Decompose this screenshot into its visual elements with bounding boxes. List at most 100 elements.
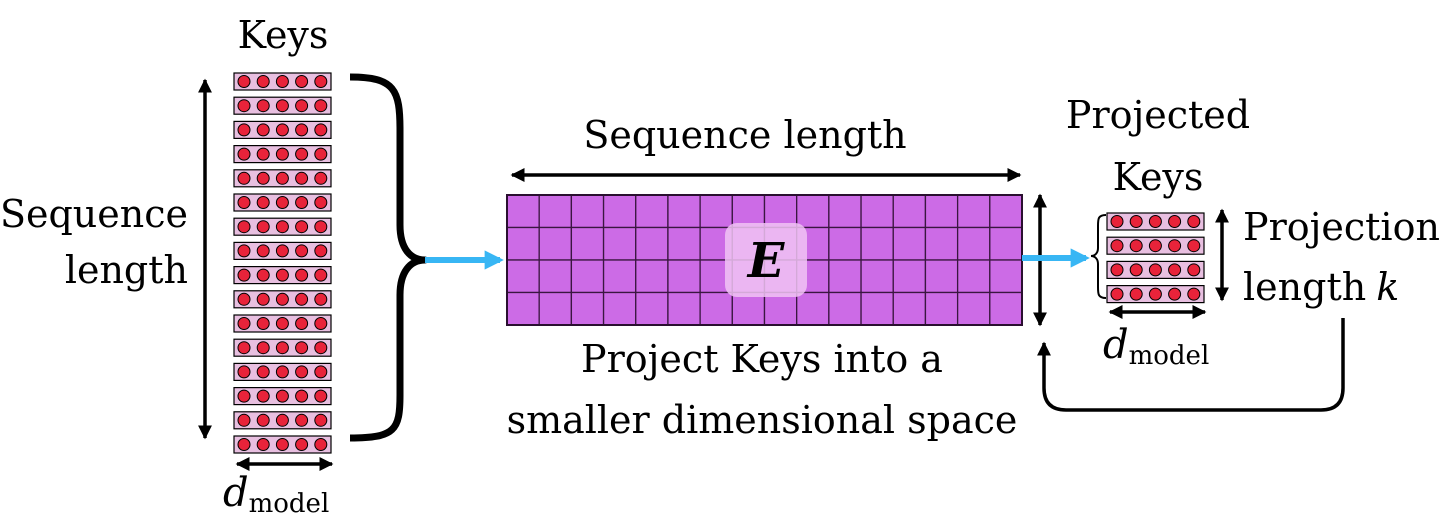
matrix-e-cell xyxy=(538,226,573,261)
key-vector-dot xyxy=(237,317,251,330)
matrix-e-cell xyxy=(989,291,1023,326)
key-vector-dot xyxy=(275,268,289,282)
matrix-e-cell xyxy=(828,226,862,261)
matrix-e-cell xyxy=(860,226,894,261)
keys-title: Keys xyxy=(238,13,329,57)
matrix-e-cell xyxy=(731,291,766,326)
matrix-e-cell xyxy=(956,259,991,294)
matrix-e-cell xyxy=(667,259,701,294)
key-vector-row xyxy=(233,387,332,406)
key-vector-dot xyxy=(256,147,270,161)
key-vector-dot xyxy=(256,413,270,427)
key-vector-dot xyxy=(275,365,289,379)
key-vector-dot xyxy=(237,438,251,451)
key-vector-dot xyxy=(314,389,328,403)
key-vector-dot xyxy=(295,438,309,451)
key-vector-dot xyxy=(295,413,309,427)
key-vector-dot xyxy=(275,244,289,258)
key-vector-dot xyxy=(256,220,270,234)
key-vector-dot xyxy=(295,196,309,209)
keys-brace xyxy=(349,73,429,442)
matrix-e-cell xyxy=(635,259,669,294)
matrix-e-symbol: E xyxy=(746,233,786,289)
key-vector-dot xyxy=(256,171,270,185)
key-vector-dot xyxy=(295,220,309,234)
key-vector-dot xyxy=(256,99,270,113)
matrix-e-cell xyxy=(892,194,927,229)
key-vector-row xyxy=(233,411,332,430)
matrix-e-cell xyxy=(538,291,573,326)
matrix-e-cell xyxy=(924,226,959,261)
key-vector-dot xyxy=(275,147,289,161)
matrix-e-cell xyxy=(956,226,991,261)
matrix-e-cell xyxy=(731,194,766,229)
matrix-e-cell xyxy=(956,194,991,229)
key-vector-dot xyxy=(314,244,328,258)
matrix-e-cell xyxy=(989,259,1023,294)
matrix-e-cell xyxy=(828,259,862,294)
matrix-e-cell xyxy=(828,291,862,326)
matrix-e-cell xyxy=(635,194,669,229)
matrix-e-cell xyxy=(763,194,798,229)
projected-length-label-line1: Projection xyxy=(1243,205,1440,249)
key-vector-dot xyxy=(256,438,270,451)
key-vector-dot xyxy=(314,341,328,355)
matrix-e-cell xyxy=(538,194,573,229)
projected-key-vector-dot xyxy=(1129,239,1143,253)
matrix-e-cell xyxy=(506,291,540,326)
projected-key-vector-row xyxy=(1106,236,1205,255)
projected-key-vector-dot xyxy=(1110,215,1124,228)
key-vector-dot xyxy=(256,317,270,330)
projected-key-vector-dot xyxy=(1187,263,1201,277)
key-vector-dot xyxy=(275,292,289,306)
projected-key-vector-dot xyxy=(1110,287,1124,301)
matrix-e-cell xyxy=(570,291,605,326)
key-vector-row xyxy=(233,217,332,236)
matrix-e-cell xyxy=(892,291,927,326)
projected-key-vector-dot xyxy=(1187,239,1201,253)
key-vector-dot xyxy=(256,196,270,209)
keys-stack xyxy=(233,72,332,454)
projected-length-word: length xyxy=(1243,265,1366,309)
keys-dim-symbol: d xyxy=(223,470,249,515)
key-vector-dot xyxy=(256,123,270,137)
key-vector-row xyxy=(233,435,332,454)
matrix-e-cell xyxy=(506,226,540,261)
key-vector-dot xyxy=(256,365,270,379)
matrix-e-cell xyxy=(667,291,701,326)
key-vector-dot xyxy=(314,438,328,451)
matrix-e-cell xyxy=(989,194,1023,229)
projected-dim-subscript: model xyxy=(1129,341,1210,371)
matrix-e-cell xyxy=(860,291,894,326)
matrix-e-cell xyxy=(635,291,669,326)
projected-key-vector-dot xyxy=(1148,263,1162,277)
key-vector-dot xyxy=(237,413,251,427)
key-vector-dot xyxy=(237,389,251,403)
feedback-loop-arrow xyxy=(1037,318,1345,412)
key-vector-dot xyxy=(295,147,309,161)
key-vector-dot xyxy=(295,292,309,306)
projected-key-vector-dot xyxy=(1187,287,1201,301)
key-vector-dot xyxy=(256,75,270,88)
key-vector-dot xyxy=(295,75,309,88)
key-vector-dot xyxy=(275,99,289,113)
key-vector-row xyxy=(233,120,332,140)
key-vector-dot xyxy=(237,123,251,137)
key-vector-row xyxy=(233,96,332,115)
matrix-e-cell xyxy=(924,194,959,229)
key-vector-dot xyxy=(237,171,251,185)
key-vector-row xyxy=(233,72,332,91)
key-vector-row xyxy=(233,193,332,212)
key-vector-row xyxy=(233,314,332,333)
key-vector-dot xyxy=(295,317,309,330)
key-vector-dot xyxy=(275,389,289,403)
key-vector-dot xyxy=(237,268,251,282)
key-vector-dot xyxy=(237,220,251,234)
key-vector-dot xyxy=(314,75,328,88)
matrix-e-cell xyxy=(860,194,894,229)
key-vector-dot xyxy=(295,171,309,185)
key-vector-dot xyxy=(295,341,309,355)
matrix-e-cell xyxy=(860,259,894,294)
